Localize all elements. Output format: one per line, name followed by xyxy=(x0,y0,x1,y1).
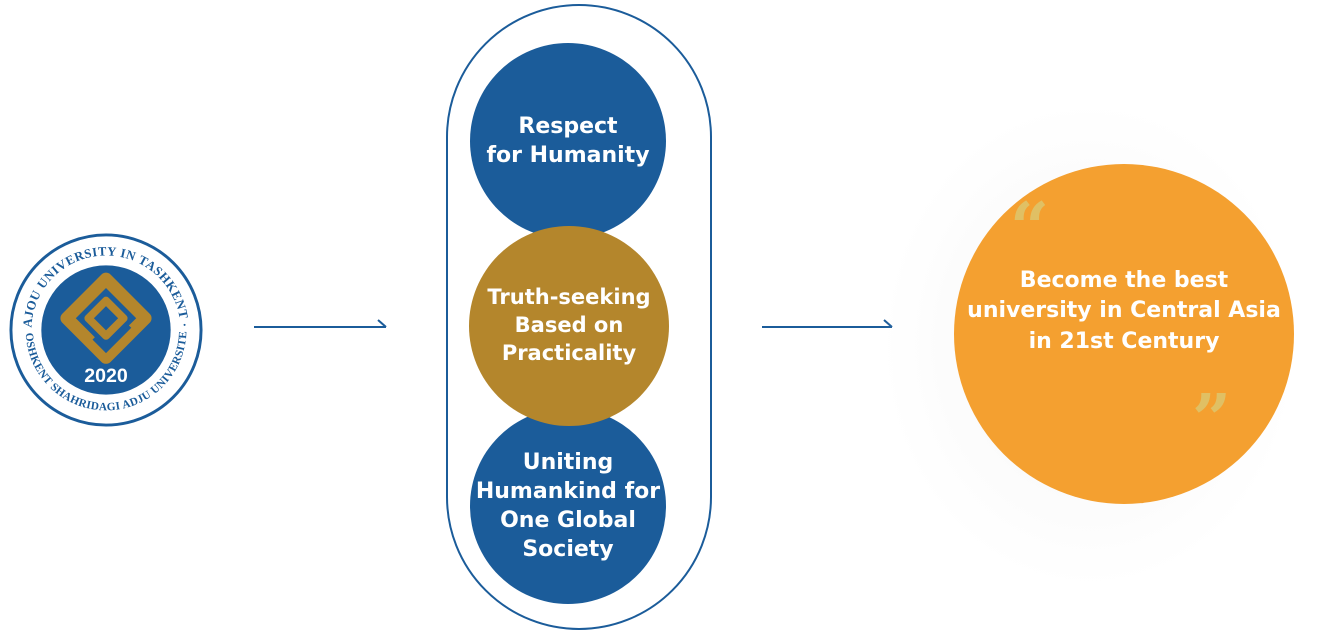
value-truth-circle: Truth-seeking Based on Practicality xyxy=(469,226,669,426)
vision-circle: “ Become the best university in Central … xyxy=(954,164,1294,504)
vision-line: university in Central Asia xyxy=(967,298,1281,324)
close-quote-icon: ” xyxy=(1192,380,1232,460)
value-line: Based on xyxy=(514,313,624,338)
vision-statement: Become the best university in Central As… xyxy=(954,266,1294,357)
value-line: Society xyxy=(522,537,614,563)
value-line: One Global xyxy=(500,508,636,533)
arrow-icon xyxy=(254,319,387,328)
open-quote-icon: “ xyxy=(1010,188,1050,268)
vision-line: in 21st Century xyxy=(1028,328,1220,354)
arrow-icon xyxy=(762,319,893,328)
vision-line: Become the best xyxy=(1019,268,1229,293)
value-line: Uniting xyxy=(522,449,614,475)
university-logo: AJOU UNIVERSITY IN TASHKENT · · TOSHKENT… xyxy=(8,232,203,427)
value-line: for Humanity xyxy=(486,143,650,168)
value-line: Practicality xyxy=(501,340,637,365)
logo-year: 2020 xyxy=(84,365,128,387)
value-uniting-circle: Uniting Humankind for One Global Society xyxy=(470,408,666,604)
value-line: Respect xyxy=(518,113,618,139)
value-line: Humankind for xyxy=(475,478,661,504)
logo-emblem-icon xyxy=(60,272,152,364)
value-line: Truth-seeking xyxy=(487,285,651,310)
core-values-capsule xyxy=(446,4,712,630)
value-respect-circle: Respect for Humanity xyxy=(470,43,666,239)
